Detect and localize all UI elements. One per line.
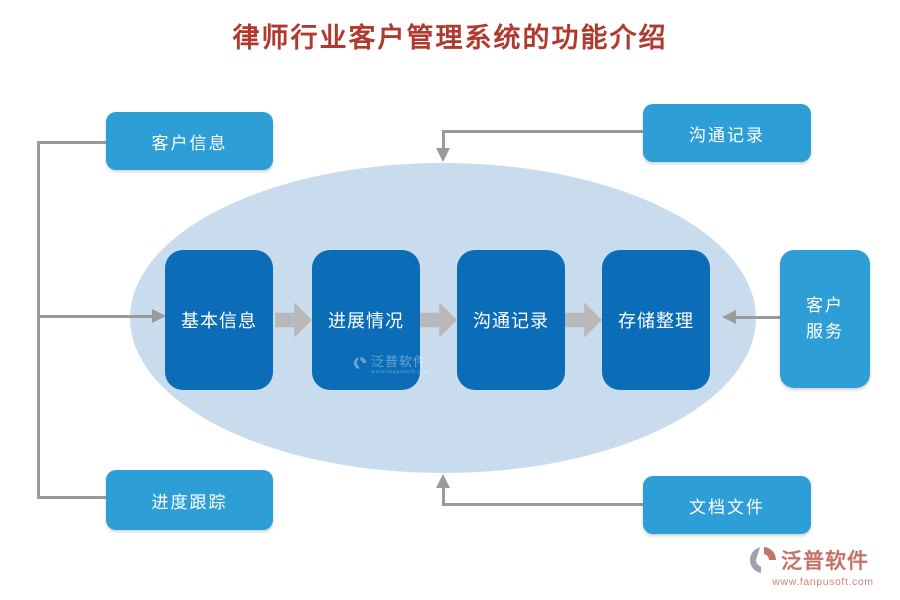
node-progress-tracking: 进度跟踪	[106, 470, 273, 530]
watermark-logo-icon	[353, 356, 367, 370]
brand-row: 泛普软件	[748, 545, 898, 575]
flow-node-progress-status-label: 进展情况	[328, 311, 404, 332]
brand-website: www.fanpusoft.com	[772, 576, 874, 588]
watermark-name: 泛普软件	[371, 355, 428, 370]
connector-top-vertical	[442, 130, 445, 149]
node-document-file-label: 文档文件	[689, 497, 765, 518]
right-arrowhead	[722, 310, 736, 324]
flow-node-progress-status: 进展情况	[312, 250, 420, 390]
connector-bottom-horizontal	[442, 503, 644, 506]
connector-left-arrow-shaft	[37, 315, 153, 318]
flow-node-storage-organize-label: 存储整理	[618, 311, 694, 332]
connector-right-shaft	[736, 316, 780, 319]
connector-topleft-horizontal	[37, 141, 107, 144]
node-customer-info: 客户信息	[106, 112, 273, 170]
brand-name: 泛普软件	[781, 548, 869, 573]
flow-node-communication-record-label: 沟通记录	[473, 311, 549, 332]
connector-bottomleft-horizontal	[37, 496, 107, 499]
connector-left-vertical	[37, 141, 40, 499]
watermark-text: 泛普软件 www.fanpusoft.com	[371, 355, 430, 376]
node-customer-service: 客户 服务	[780, 250, 870, 388]
flow-node-basic-info: 基本信息	[165, 250, 273, 390]
fanpu-logo-icon	[749, 547, 777, 573]
node-customer-info-label: 客户信息	[151, 133, 228, 154]
node-progress-tracking-label: 进度跟踪	[151, 492, 228, 513]
node-communication-record-outer-label: 沟通记录	[689, 125, 765, 146]
node-customer-service-line1: 客户	[806, 295, 844, 316]
watermark-subtext: www.fanpusoft.com	[371, 369, 430, 376]
top-arrowhead	[436, 148, 450, 162]
node-communication-record-outer: 沟通记录	[643, 104, 811, 162]
brand-footer: 泛普软件 www.fanpusoft.com	[748, 545, 898, 588]
bottom-arrowhead	[436, 474, 450, 488]
flow-node-storage-organize: 存储整理	[602, 250, 710, 390]
page-title: 律师行业客户管理系统的功能介绍	[232, 23, 668, 54]
left-arrowhead	[152, 309, 166, 323]
node-customer-service-line2: 服务	[806, 322, 844, 342]
connector-bottom-vertical	[442, 488, 445, 506]
watermark: 泛普软件 www.fanpusoft.com	[353, 355, 430, 376]
flow-node-communication-record: 沟通记录	[457, 250, 565, 390]
flow-node-basic-info-label: 基本信息	[181, 311, 257, 332]
node-document-file: 文档文件	[643, 476, 811, 534]
connector-top-horizontal	[442, 130, 644, 133]
